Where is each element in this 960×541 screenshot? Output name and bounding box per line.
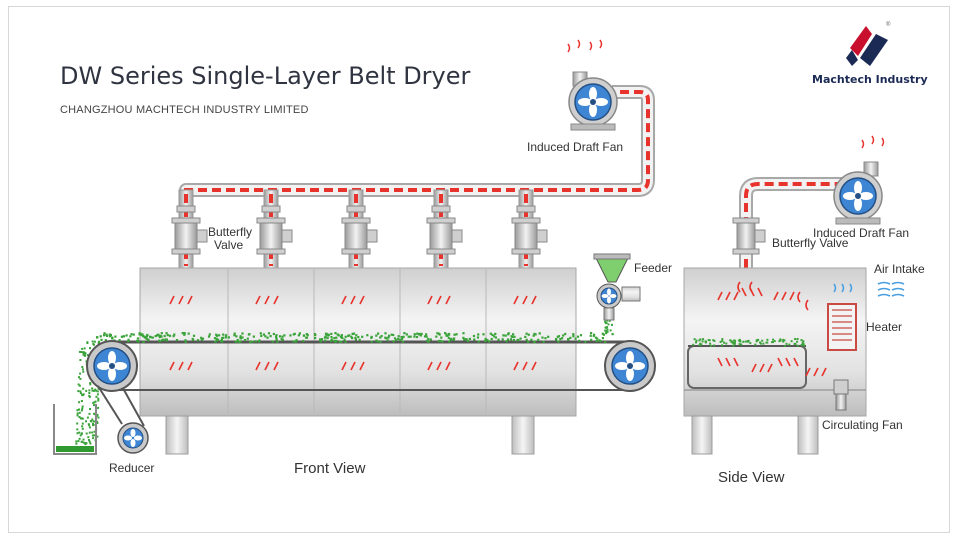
induced-draft-fan-side xyxy=(833,161,883,225)
diagram-title: DW Series Single-Layer Belt Dryer xyxy=(60,62,471,90)
heater xyxy=(827,303,857,351)
side-legs xyxy=(691,415,819,455)
butterfly-valve-5 xyxy=(511,189,548,269)
exhaust-plume-side xyxy=(861,135,885,149)
side-hot-air-marks xyxy=(717,281,827,377)
company-name: CHANGZHOU MACHTECH INDUSTRY LIMITED xyxy=(60,104,309,116)
label-heater: Heater xyxy=(866,320,903,334)
butterfly-valve-1 xyxy=(171,189,208,269)
side-duct xyxy=(739,177,842,268)
label-side-view: Side View xyxy=(718,469,785,486)
label-front-view: Front View xyxy=(294,460,366,477)
reducer xyxy=(97,385,149,454)
circulating-fan xyxy=(833,379,849,411)
air-intake-marks xyxy=(833,281,905,297)
induced-draft-fan-front xyxy=(568,71,618,131)
butterfly-valve-3 xyxy=(341,189,378,269)
front-risers xyxy=(171,189,548,269)
label-circulating-fan: Circulating Fan xyxy=(822,418,903,432)
head-roller xyxy=(86,340,138,392)
side-butterfly-valve xyxy=(732,217,766,255)
label-feeder: Feeder xyxy=(634,261,673,275)
product-particles xyxy=(75,318,614,446)
front-duct-system xyxy=(179,85,655,206)
feeder xyxy=(593,253,641,321)
diagram-frame xyxy=(8,6,950,533)
tail-roller xyxy=(604,340,656,392)
label-induced-draft-fan-front: Induced Draft Fan xyxy=(527,140,624,154)
label-butterfly-valve-side: Butterfly Valve xyxy=(772,236,849,250)
butterfly-valve-2 xyxy=(256,189,293,269)
front-legs xyxy=(165,415,535,455)
label-reducer: Reducer xyxy=(109,461,155,475)
exhaust-plume-front xyxy=(567,39,603,53)
logo-trademark: ® xyxy=(886,22,891,28)
discharge-bin xyxy=(53,404,97,455)
label-induced-draft-fan-side: Induced Draft Fan xyxy=(813,226,910,240)
label-butterfly-valve-line2: Valve xyxy=(214,238,244,252)
front-hot-air-marks xyxy=(169,295,537,371)
label-butterfly-valve-line1: Butterfly xyxy=(208,225,253,239)
machtech-logo-icon xyxy=(846,26,888,66)
side-product-particles xyxy=(692,338,806,347)
logo-text: Machtech Industry xyxy=(812,73,928,86)
butterfly-valve-4 xyxy=(426,189,463,269)
label-air-intake: Air Intake xyxy=(874,262,925,276)
